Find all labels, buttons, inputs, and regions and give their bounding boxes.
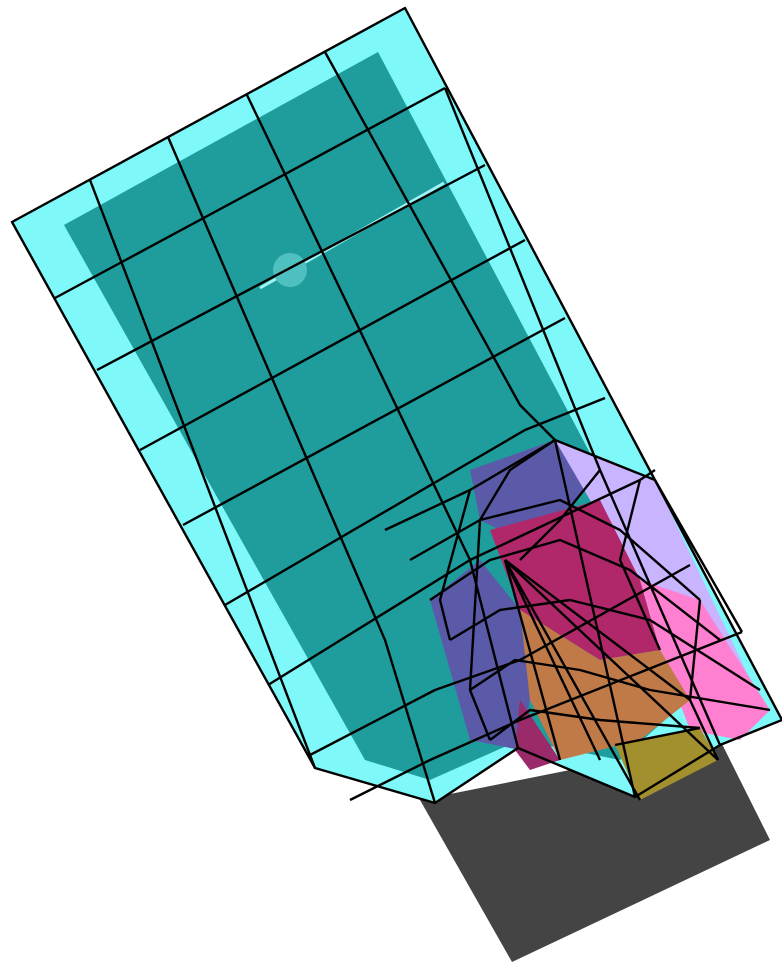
bump-spoke-11: [688, 599, 720, 761]
grid-row-8: [349, 630, 743, 802]
grid-col-2: [166, 136, 437, 804]
bump-spoke-6: [468, 519, 492, 741]
bump-spoke-7: [438, 489, 472, 641]
bump-spoke-4: [504, 559, 691, 701]
bump-spoke-1: [503, 559, 562, 761]
bump-violet: [470, 440, 600, 530]
grid-row-1: [54, 86, 446, 300]
bump-orange: [520, 610, 690, 760]
bump-violet-left: [430, 560, 530, 750]
glare-spot: [273, 253, 307, 287]
bump-spoke-10: [618, 479, 662, 651]
bump-spoke-9: [519, 469, 601, 561]
board-shadow: [420, 740, 770, 962]
bump-olive: [615, 728, 718, 800]
grid-row-4: [182, 316, 566, 527]
grid-col-4: [323, 51, 637, 798]
grid-row-5: [224, 396, 606, 607]
bump-contour-4: [449, 598, 761, 692]
grid-col-3: [245, 94, 520, 749]
mesh-grid: [10, 6, 782, 805]
grid-row-6: [267, 469, 656, 687]
bump-magenta: [490, 500, 660, 660]
grid-row-3: [139, 238, 526, 452]
grid-row-2: [96, 163, 486, 372]
bump-spoke-8: [478, 439, 556, 521]
bump-spoke-3: [503, 559, 642, 801]
bump-spoke-2: [503, 559, 602, 761]
bump-contour-6: [489, 708, 701, 741]
bump-contour-3: [429, 538, 721, 641]
bump-pink: [640, 580, 770, 740]
bump-spoke-5: [504, 559, 719, 761]
bump-contour-2: [409, 498, 701, 601]
grid-row-7: [309, 563, 691, 757]
grid-col-1: [88, 179, 317, 769]
bump-spoke-12: [614, 726, 701, 747]
